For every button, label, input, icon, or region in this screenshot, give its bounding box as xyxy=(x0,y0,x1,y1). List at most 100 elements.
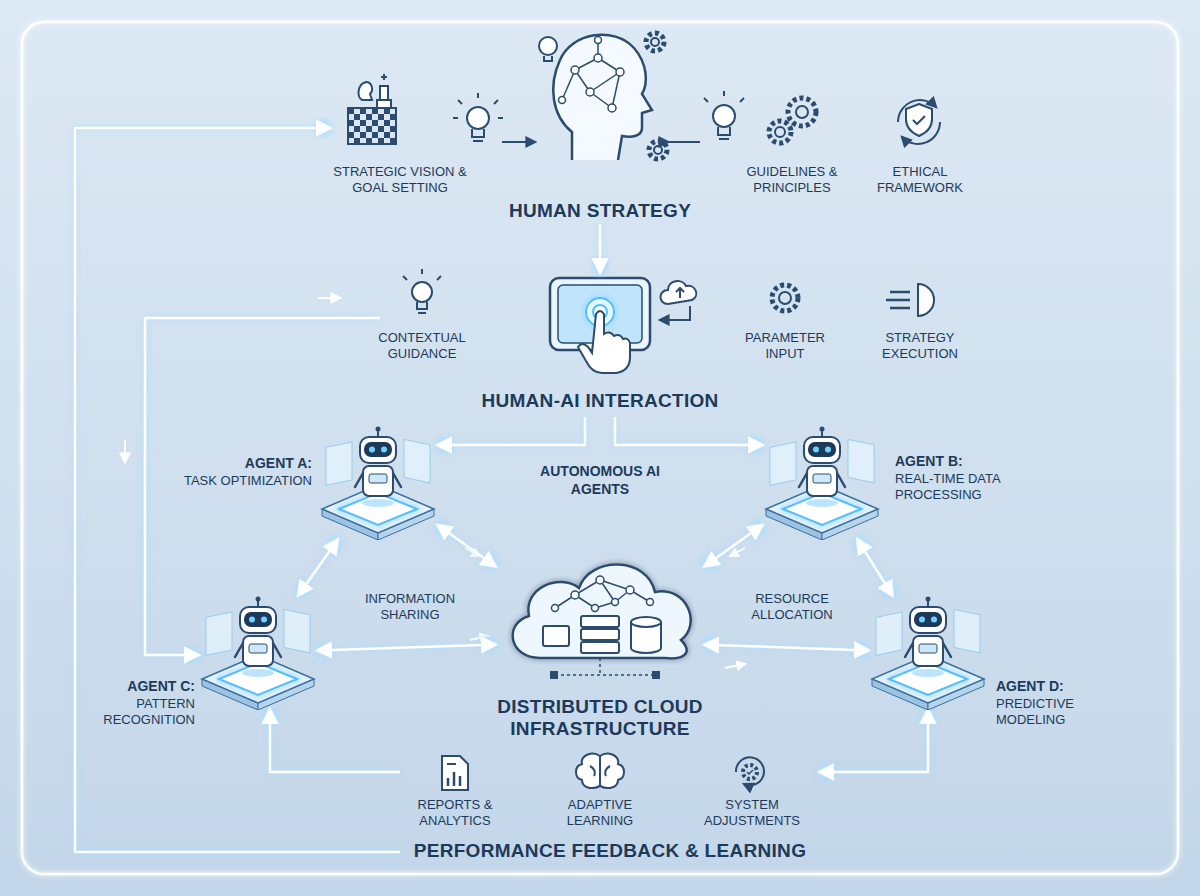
cloud-node: DISTRIBUTED CLOUD INFRASTRUCTURE xyxy=(495,540,705,742)
feedback-node: PERFORMANCE FEEDBACK & LEARNING xyxy=(400,748,820,866)
gears-icon xyxy=(775,127,785,137)
agent-name: AGENT A: xyxy=(155,455,312,473)
small-arrow xyxy=(318,297,340,299)
concept-label: PARAMETER INPUT xyxy=(735,330,835,363)
node-title: PERFORMANCE FEEDBACK & LEARNING xyxy=(400,840,820,862)
node-caption: AGENT B:REAL-TIME DATA PROCESSING xyxy=(895,453,1045,503)
cloud-upload-icon xyxy=(661,281,697,304)
agent-platform xyxy=(868,595,988,710)
concept-label: STRATEGY EXECUTION xyxy=(870,330,970,363)
execution-icon xyxy=(886,292,910,308)
connector xyxy=(705,645,868,651)
gear-icon xyxy=(772,285,798,311)
head-icon xyxy=(559,97,566,104)
node-caption: AGENT C:PATTERN RECOGNITION xyxy=(83,678,195,728)
head-icon xyxy=(553,35,652,160)
gear-icon xyxy=(772,285,798,311)
agent-platform xyxy=(198,595,318,710)
bulb-icon xyxy=(417,302,427,313)
shield-icon xyxy=(913,116,925,124)
head-icon xyxy=(595,37,602,44)
adjust-icon xyxy=(747,770,753,774)
strategy-node: HUMAN STRATEGY xyxy=(330,12,870,224)
connector xyxy=(75,128,400,852)
gears-icon xyxy=(769,121,791,143)
head-icon xyxy=(571,66,579,74)
agent-role: TASK OPTIMIZATION xyxy=(155,473,312,489)
adjust-icon xyxy=(736,757,764,785)
agent-platform xyxy=(322,427,434,541)
connector xyxy=(599,224,602,272)
feedback-label: SYSTEM ADJUSTMENTS xyxy=(697,797,807,830)
chess-icon xyxy=(348,74,396,144)
execution-icon xyxy=(886,284,934,316)
agent-platform xyxy=(762,425,882,540)
brain-icon xyxy=(590,756,610,786)
gears-icon xyxy=(796,106,808,118)
node-caption: AGENT A:TASK OPTIMIZATION xyxy=(155,455,312,489)
concept-label: STRATEGIC VISION & GOAL SETTING xyxy=(325,164,475,197)
tablet-icon xyxy=(550,278,650,373)
connector xyxy=(145,318,380,655)
bulb-icon xyxy=(412,282,432,302)
cloud-shape xyxy=(513,564,691,679)
connector xyxy=(858,540,892,595)
brain-icon xyxy=(576,754,624,788)
agent-node: AGENT B:REAL-TIME DATA PROCESSING xyxy=(762,425,882,540)
concept-label: ETHICAL FRAMEWORK xyxy=(865,164,975,197)
shield-icon xyxy=(898,100,940,144)
node-title: HUMAN STRATEGY xyxy=(330,200,870,222)
bulb-icon xyxy=(403,269,441,313)
edge-label: INFORMATION SHARING xyxy=(355,591,465,624)
node-caption: DISTRIBUTED CLOUD INFRASTRUCTURE xyxy=(495,696,705,740)
agent-platform xyxy=(318,425,438,540)
edge-label: RESOURCE ALLOCATION xyxy=(737,591,847,624)
tablet-icon xyxy=(578,311,630,373)
agent-platform xyxy=(766,427,878,541)
gear-icon xyxy=(779,292,791,304)
bulb-icon xyxy=(472,129,484,141)
connector xyxy=(615,417,762,445)
bulb-icon xyxy=(704,91,744,102)
head-icon xyxy=(586,88,594,96)
head-icon xyxy=(559,37,625,113)
node-caption: AGENT D:PREDICTIVE MODELING xyxy=(996,678,1116,728)
bulb-icon xyxy=(453,93,503,118)
bulb-icon xyxy=(704,91,744,139)
node-caption: HUMAN-AI INTERACTION xyxy=(380,390,820,412)
execution-icon xyxy=(918,284,934,316)
feedback-label: REPORTS & ANALYTICS xyxy=(405,797,505,830)
agent-platform xyxy=(202,597,314,711)
flow-arrows xyxy=(470,636,488,640)
head-icon xyxy=(651,38,659,46)
bulb-icon xyxy=(453,93,503,141)
concept-label: GUIDELINES & PRINCIPLES xyxy=(732,164,852,197)
head-icon xyxy=(608,104,616,112)
flow-arrows xyxy=(725,664,745,668)
report-icon xyxy=(442,756,468,790)
flow-arrows xyxy=(465,548,745,668)
head-icon xyxy=(612,72,620,108)
feedback-label: ADAPTIVE LEARNING xyxy=(550,797,650,830)
agent-node: AGENT D:PREDICTIVE MODELING xyxy=(868,595,988,710)
agent-node: AGENT C:PATTERN RECOGNITION xyxy=(198,595,318,710)
report-icon xyxy=(448,772,460,786)
node-title: HUMAN-AI INTERACTION xyxy=(380,390,820,412)
concept-label: CONTEXTUAL GUIDANCE xyxy=(367,330,477,363)
bulb-icon xyxy=(403,269,441,280)
gears-icon xyxy=(769,98,816,143)
bulb-icon xyxy=(718,127,730,139)
connector xyxy=(820,710,928,772)
frame xyxy=(22,22,1178,874)
report-icon xyxy=(447,763,456,765)
small-arrow xyxy=(668,141,700,143)
cloud-shape xyxy=(495,540,705,690)
head-icon xyxy=(649,141,667,159)
brain-icon xyxy=(576,754,624,788)
shield-icon xyxy=(906,104,932,136)
connector xyxy=(318,645,495,651)
